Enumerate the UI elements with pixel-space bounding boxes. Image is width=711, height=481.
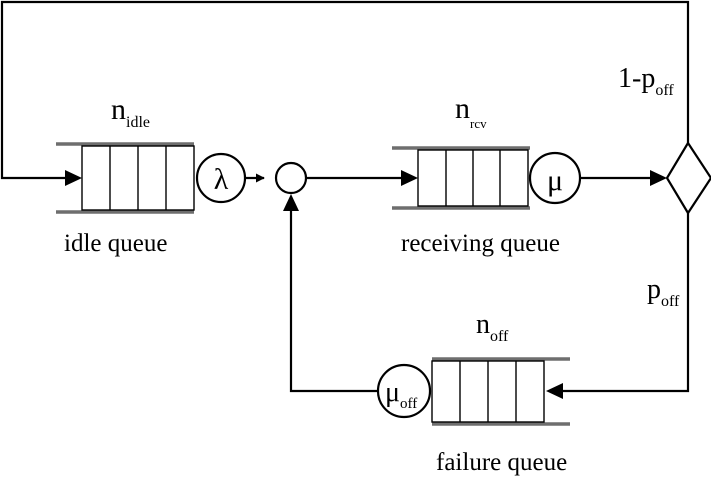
junction-node: [274, 161, 308, 195]
failure-queue: [431, 357, 570, 426]
failure-queue-caption: failure queue: [436, 449, 567, 476]
failure-server-mu-off: μoff: [385, 377, 417, 412]
branch-label-fail: poff: [647, 274, 680, 310]
receiving-server-mu: μ: [547, 164, 563, 197]
diamond-input-arrow: [650, 170, 667, 186]
receiving-queue-caption: receiving queue: [401, 230, 560, 257]
idle-queue: [56, 142, 195, 214]
failure-queue-name: noff: [476, 309, 509, 345]
feedback-loop-line: [0, 0, 690, 180]
diamond-to-failure-line: [556, 213, 690, 393]
idle-server-lambda: λ: [214, 163, 229, 196]
idle-queue-name: nidle: [111, 93, 150, 131]
receiving-queue-name: nrcv: [455, 92, 487, 131]
routing-decision-diamond: [665, 140, 711, 216]
idle-queue-caption: idle queue: [64, 230, 167, 257]
idle-queue-input-arrow: [65, 170, 82, 186]
failure-queue-input-arrow: [546, 383, 563, 399]
failure-to-junction-line: [289, 207, 378, 393]
receiving-queue-input-arrow: [401, 170, 418, 186]
branch-label-stay: 1-poff: [618, 63, 674, 99]
receiving-queue: [392, 146, 530, 210]
junction-input-arrow: [283, 194, 299, 211]
